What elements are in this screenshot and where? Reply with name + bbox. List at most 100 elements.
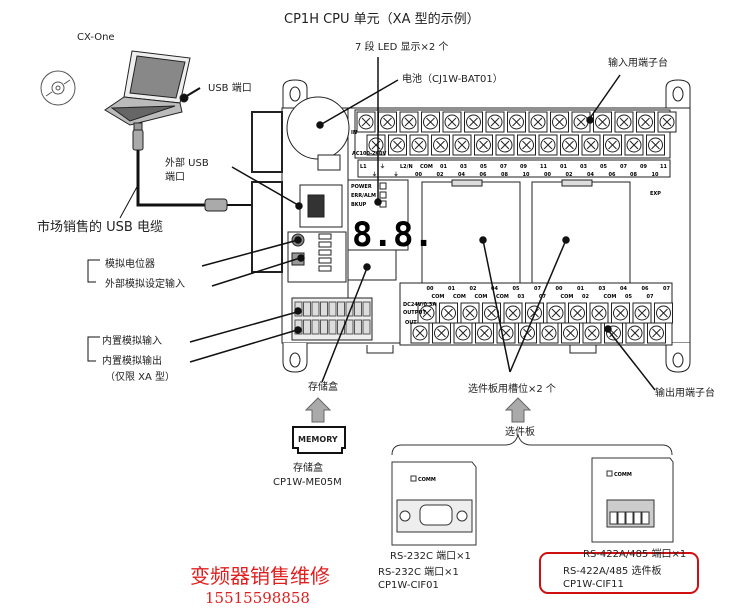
rs422-model: CP1W-CIF11 [563, 579, 624, 590]
up-arrow-icon [304, 397, 332, 423]
terminal-label: 08 [630, 172, 637, 178]
output-label: OUTPUT [403, 310, 426, 316]
terminal-screw [636, 111, 655, 133]
bkup-label: BKUP [351, 202, 367, 208]
out-label: OUT [405, 320, 417, 326]
terminal-label: 11 [540, 164, 547, 170]
terminal-screw [539, 322, 559, 344]
terminal-screw [624, 134, 644, 156]
terminal-screw [657, 111, 677, 133]
memory-model: CP1W-ME05M [273, 477, 342, 488]
terminal-screw [561, 322, 580, 344]
terminal-label: COM [453, 294, 466, 300]
output-terminal-label: 输出用端子台 [655, 388, 715, 399]
terminal-label: 07 [539, 294, 546, 300]
terminal-screw [582, 322, 602, 344]
terminal-label: 00 [415, 172, 422, 178]
analog-pot-label: 模拟电位器 [105, 259, 155, 270]
terminal-label: COM [496, 294, 509, 300]
power-label: POWER [351, 184, 372, 190]
watermark-text: 变频器销售维修 [190, 564, 330, 588]
terminal-label: COM [561, 294, 574, 300]
terminal-screw [632, 302, 652, 324]
terminal-screw [507, 111, 526, 133]
terminal-screw [538, 134, 558, 156]
analog-pin [328, 319, 337, 335]
dc-label: DC24V/0.3A [403, 302, 436, 308]
terminal-label: 00 [427, 286, 434, 292]
terminal-label: 04 [491, 286, 498, 292]
terminal-screw [581, 134, 601, 156]
terminal-label: 05 [513, 286, 520, 292]
terminal-label: 10 [523, 172, 530, 178]
laptop-icon [104, 50, 191, 126]
analog-pin [345, 319, 354, 335]
cx-one-label: CX-One [77, 32, 115, 43]
terminal-screw [474, 134, 493, 156]
terminal-screw [464, 111, 483, 133]
cable-leader [119, 184, 139, 219]
terminal-label: L2/N [400, 164, 413, 170]
analog-pin [320, 319, 328, 335]
terminal-screw [546, 302, 566, 324]
led-display-label: 7 段 LED 显示×2 个 [355, 42, 449, 53]
terminal-screw [417, 302, 437, 324]
memory-cassette-label-2: 存储盒 [293, 463, 323, 474]
terminal-label: ⏚ [394, 171, 399, 178]
analog-pin [328, 301, 337, 317]
terminal-label: 07 [647, 294, 654, 300]
led-digits: 8.8. [352, 215, 434, 255]
rs422-option-board-icon [591, 457, 674, 543]
terminal-label: ⏚ [380, 163, 385, 170]
analog-pin [345, 301, 354, 317]
memory-text: MEMORY [298, 435, 338, 444]
terminal-label: 03 [518, 294, 525, 300]
rs232-port-label: RS-232C 端口×1 [390, 551, 471, 562]
exp-label: EXP [650, 191, 661, 197]
terminal-screw [432, 322, 451, 344]
terminal-screw [614, 111, 634, 133]
comm-label: COMM [614, 472, 632, 478]
terminal-label: 06 [642, 286, 649, 292]
terminal-label: 02 [582, 294, 589, 300]
up-arrow-icon [504, 397, 532, 423]
terminal-screw [485, 111, 505, 133]
terminal-screw [528, 111, 548, 133]
terminal-label: 04 [620, 286, 627, 292]
terminal-label: 05 [480, 164, 487, 170]
terminal-label: 04 [458, 172, 465, 178]
terminal-screw [366, 134, 386, 156]
terminal-screw [421, 111, 440, 133]
terminal-label: 04 [587, 172, 594, 178]
terminal-screw [409, 134, 429, 156]
terminal-screw [452, 134, 472, 156]
terminal-label: 03 [580, 164, 587, 170]
terminal-label: ⏚ [372, 171, 377, 178]
brace [391, 433, 673, 456]
xa-only-label: （仅限 XA 型） [105, 372, 176, 383]
terminal-label: 01 [560, 164, 567, 170]
terminal-label: 07 [620, 164, 627, 170]
terminal-screw [439, 302, 458, 324]
option-board-label: 选件板 [505, 427, 535, 438]
terminal-screw [356, 111, 376, 133]
terminal-label: 00 [544, 172, 551, 178]
page-title: CP1H CPU 单元（XA 型的示例） [284, 12, 480, 27]
terminal-screw [560, 134, 579, 156]
terminal-screw [568, 302, 587, 324]
usb-port-leader [184, 87, 201, 98]
terminal-screw [431, 134, 450, 156]
terminal-label: 06 [480, 172, 487, 178]
usb-port-label: USB 端口 [208, 83, 252, 94]
terminal-label: 01 [440, 164, 447, 170]
memory-cassette-label: 存储盒 [308, 382, 338, 393]
terminal-label: 11 [660, 164, 667, 170]
terminal-screw [496, 322, 516, 344]
terminal-screw [603, 134, 622, 156]
terminal-label: 01 [448, 286, 455, 292]
terminal-label: 09 [520, 164, 527, 170]
analog-pin [303, 301, 311, 317]
terminal-screw [410, 322, 430, 344]
